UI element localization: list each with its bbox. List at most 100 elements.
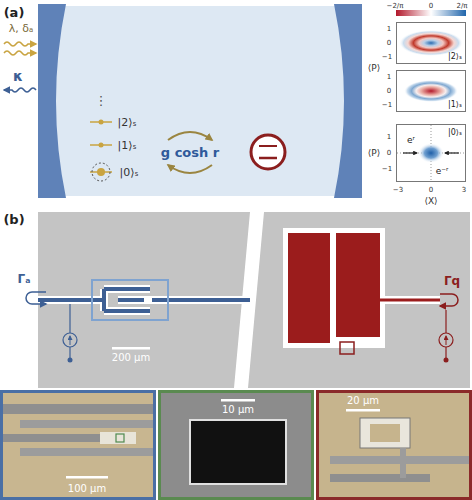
scale-label: 200 μm [112, 353, 150, 363]
state-label: |2⟩ₛ [448, 53, 462, 61]
bias-wire [69, 304, 70, 333]
plot-area [396, 22, 466, 64]
axis-tick: 1 [387, 134, 391, 141]
coupler-detail [144, 297, 152, 303]
micrograph-feature [330, 474, 430, 482]
squeeze-arrow [403, 152, 417, 153]
bias-port [444, 358, 449, 363]
decay-label: Γₐ [17, 273, 30, 285]
micrograph-feature [100, 432, 136, 444]
state-label: |0⟩ₛ [448, 129, 462, 137]
qubit-pad [336, 233, 380, 337]
axis-tick: −3 [393, 187, 403, 194]
qubit-level [259, 145, 277, 147]
axis-label: ⟨P⟩ [368, 149, 380, 158]
scale-label: 20 μm [347, 396, 379, 406]
exchange-arrow [168, 132, 212, 140]
scale-label: 10 μm [222, 405, 254, 415]
qubit-symbol [251, 135, 285, 169]
level-dot [99, 120, 104, 125]
micrograph [0, 390, 156, 500]
axis-tick: 0 [387, 88, 391, 95]
plot-area [396, 124, 466, 182]
state-label: |1⟩ₛ [448, 101, 462, 109]
scale-bar [346, 409, 380, 412]
drive-wave [4, 51, 36, 55]
current-arrow [70, 336, 71, 345]
scale-label: 100 μm [68, 484, 106, 494]
panel-label: (b) [3, 213, 24, 226]
coupling-label: g cosh r [161, 146, 219, 159]
micrograph-feature [20, 420, 156, 428]
current-arrow [446, 336, 447, 345]
readout-line [370, 299, 440, 302]
micrograph [158, 390, 314, 500]
decay-label: Γq [444, 275, 460, 287]
inset-photo: 100 μm [0, 390, 156, 500]
micrograph-feature [20, 448, 156, 456]
chip-substrate [38, 212, 470, 388]
colorbar [396, 10, 466, 16]
current-source [63, 333, 77, 347]
loss-label: κ [13, 69, 23, 83]
micrograph-feature [0, 434, 110, 442]
scale-bar [66, 476, 108, 479]
zoom-box [116, 434, 124, 442]
colorbar-tick: 0 [429, 3, 433, 10]
ground-state-marker [92, 163, 110, 181]
axis-tick: −1 [382, 102, 392, 109]
squeeze-label: e⁻ʳ [436, 167, 449, 176]
bias-port [68, 358, 73, 363]
axis-tick: 0 [387, 40, 391, 47]
bias-wire [445, 310, 446, 333]
level-dot [97, 168, 105, 176]
micrograph-feature [400, 448, 406, 478]
qubit-level [259, 157, 277, 160]
micrograph-feature [190, 420, 286, 484]
axis-tick: 0 [429, 187, 433, 194]
wigner-function [418, 143, 444, 163]
cavity-mirror [334, 4, 362, 198]
level-label: |0⟩ₛ [119, 167, 138, 178]
colorbar-tick: −2/π [387, 3, 404, 10]
micrograph-feature [370, 424, 400, 442]
drive-label: λ, δₐ [9, 23, 34, 34]
exchange-arrow [168, 165, 212, 173]
drive-wave [4, 42, 36, 46]
micrograph-feature [0, 404, 156, 414]
loss-wave [4, 88, 36, 92]
qubit-pad [288, 233, 330, 343]
wigner-plot: |1⟩ₛ [396, 70, 466, 112]
qubit-gap [283, 228, 385, 348]
axis-tick: −1 [382, 166, 392, 173]
panel-label: (a) [4, 6, 25, 19]
colorbar-tick: 2/π [456, 3, 467, 10]
scale-bar [221, 399, 255, 402]
axis-label: ⟨X⟩ [424, 197, 437, 206]
level-ellipsis: ⋮ [95, 94, 108, 107]
axis-tick: −1 [382, 54, 392, 61]
micrograph-feature [360, 418, 410, 448]
zoom-box [92, 280, 168, 320]
axis-label: ⟨P⟩ [368, 64, 380, 73]
level-label: |1⟩ₛ [117, 140, 136, 151]
wigner-plot: |0⟩ₛ [396, 124, 466, 182]
cavity-mirror [38, 4, 66, 198]
cavity-field [54, 6, 346, 196]
squeeze-arrow [445, 152, 459, 153]
chip: 200 μm [38, 212, 470, 388]
squeeze-label: eʳ [407, 136, 415, 145]
inset-photo: 10 μm [158, 390, 314, 500]
micrograph [316, 390, 472, 500]
current-source [439, 333, 453, 347]
plot-area [396, 70, 466, 112]
wigner-plot: |2⟩ₛ [396, 22, 466, 64]
inset-photo: 20 μm [316, 390, 472, 500]
scale-bar [112, 347, 150, 350]
level-label: |2⟩ₛ [117, 117, 136, 128]
axis-tick: 1 [387, 26, 391, 33]
axis-tick: 0 [387, 150, 391, 157]
wigner-function [404, 80, 458, 102]
level-dot [99, 143, 104, 148]
zoom-box [340, 342, 354, 354]
